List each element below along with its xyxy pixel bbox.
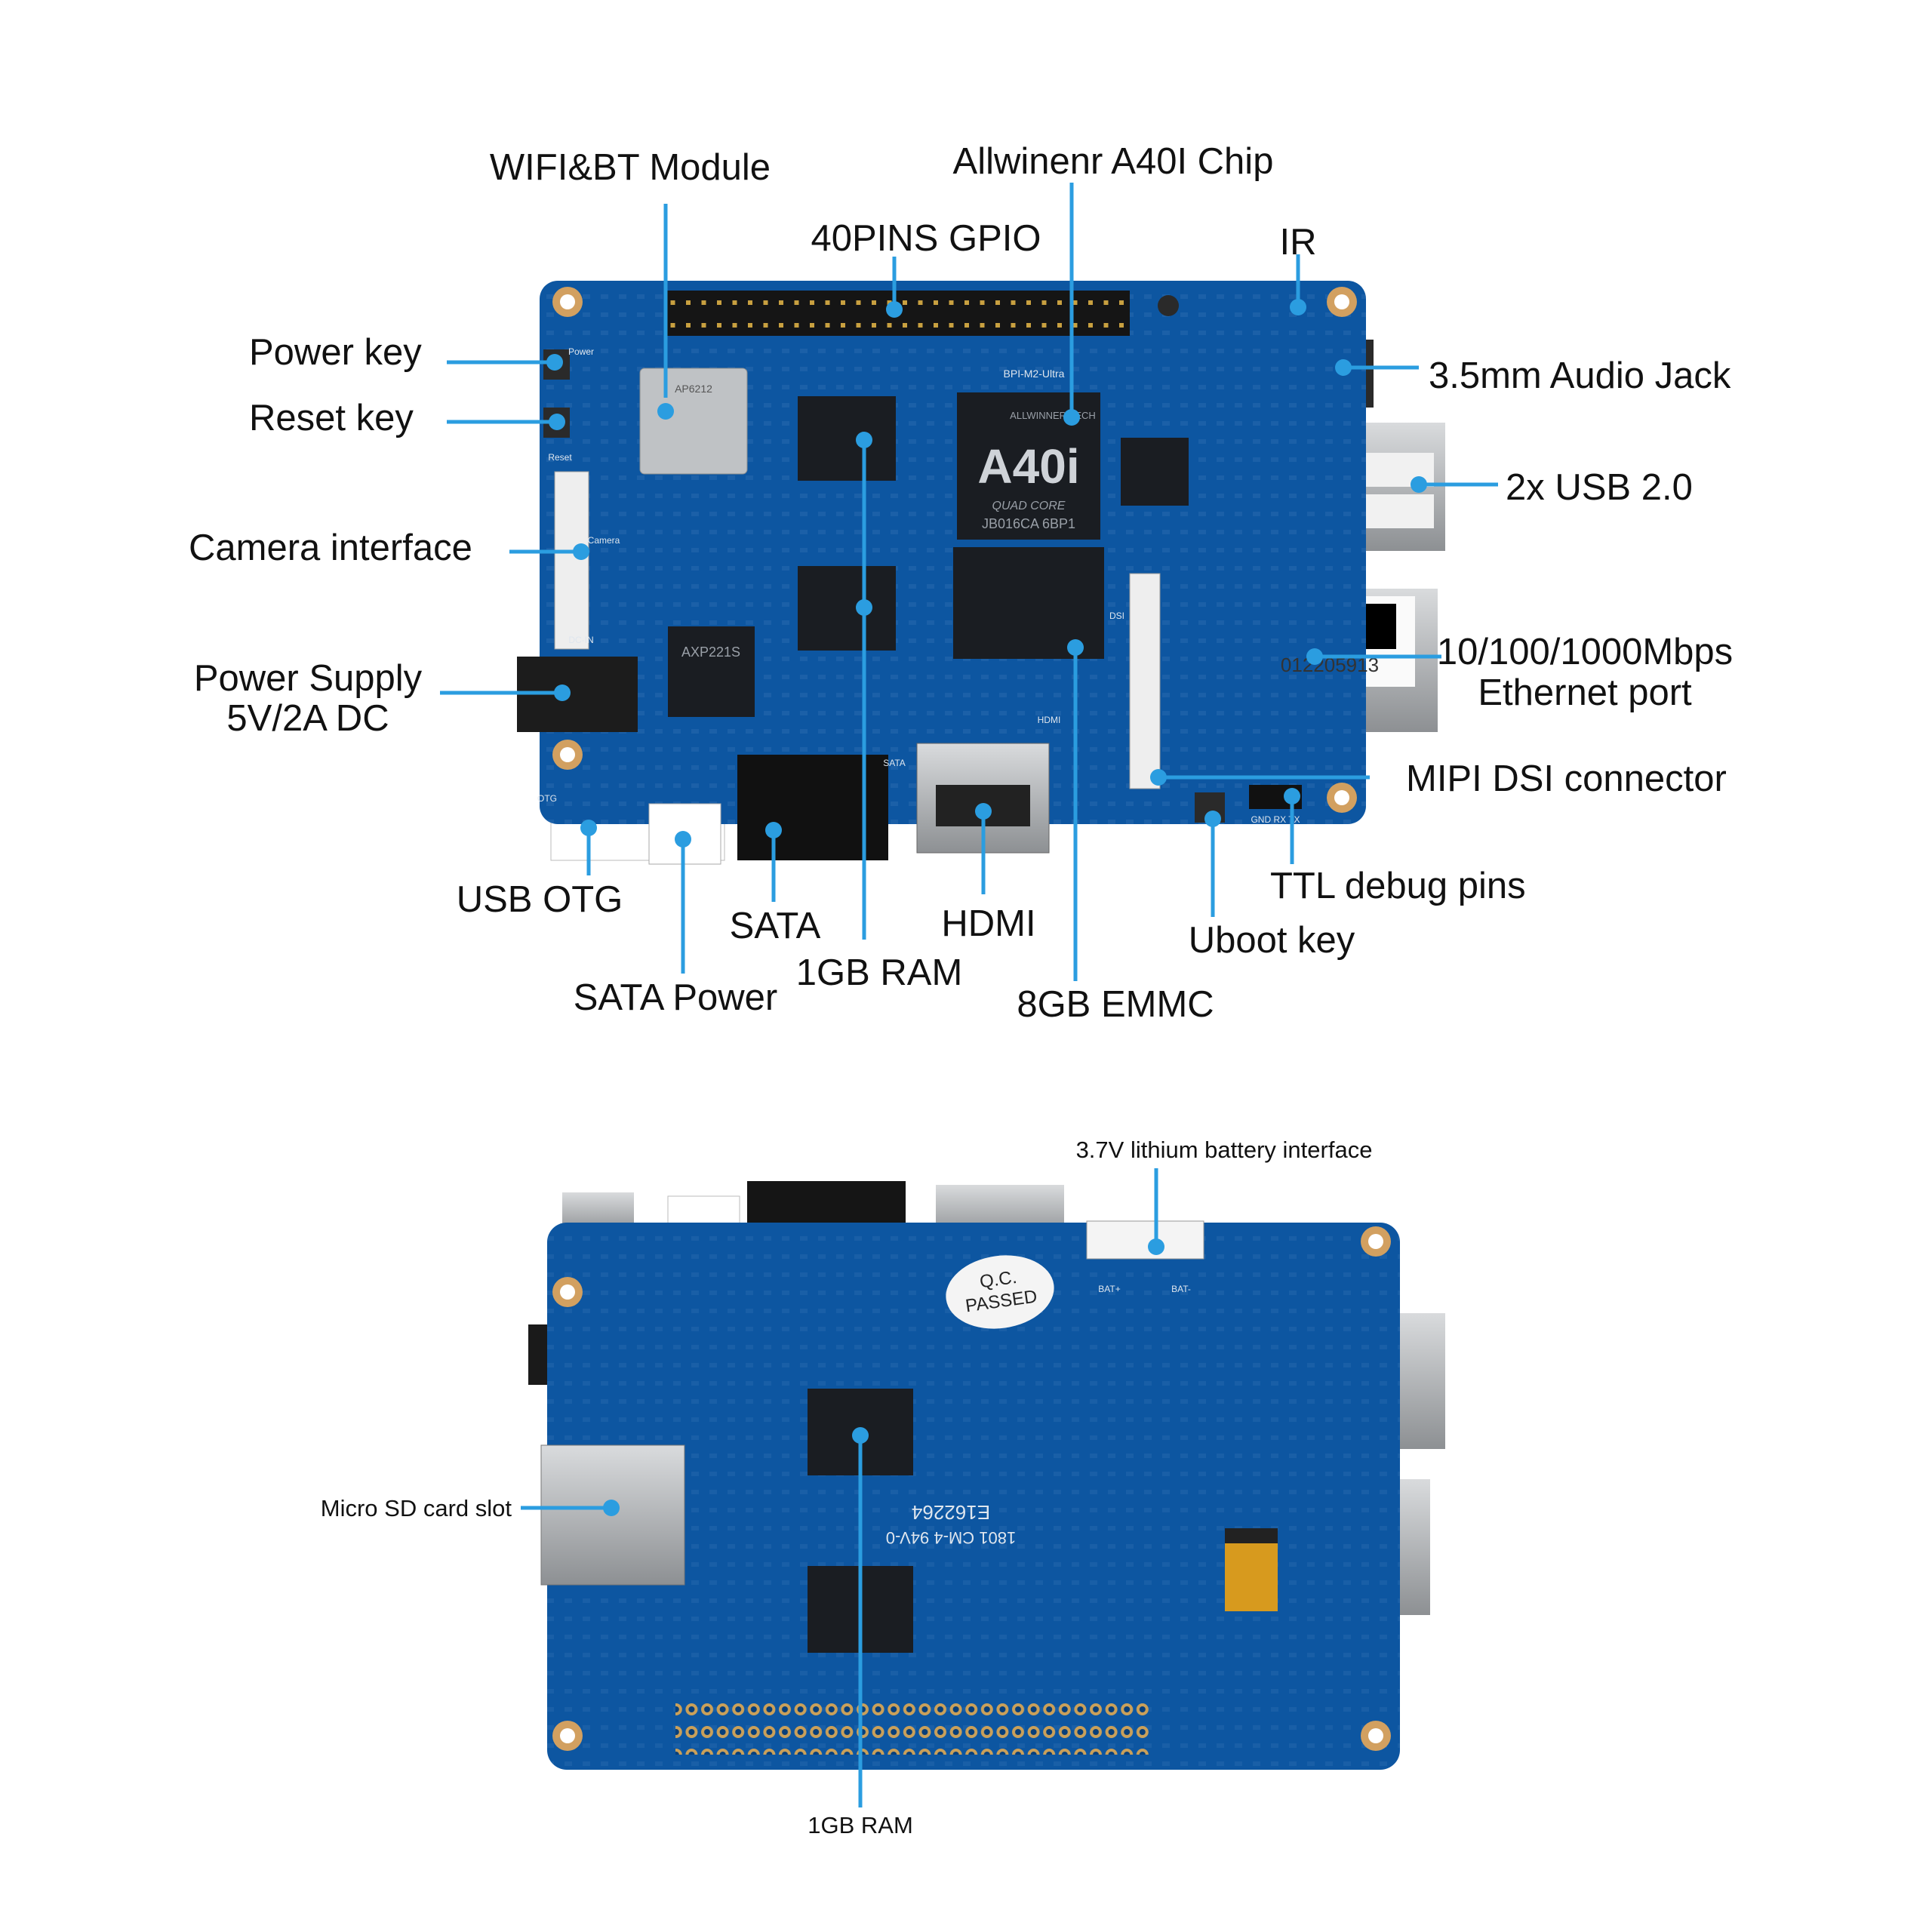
bottom-board [528,1181,1445,1770]
pmic-print: AXP221S [681,645,740,660]
label-ram-top: 1GB RAM [795,952,963,993]
gpio-solder-holes [675,1702,1151,1755]
label-ir: IR [1279,222,1317,263]
leader-dots [546,299,1427,1516]
bottom-ethernet-protrusion [1392,1313,1445,1449]
code1-print: E162264 [912,1501,990,1524]
label-sata: SATA [729,906,821,946]
silk-dsi: DSI [1109,611,1124,621]
label-reset-key: Reset key [249,398,414,438]
battery-connector [1086,1220,1204,1260]
silk-hdmi: HDMI [1038,715,1061,725]
label-ethernet-line1: 10/100/1000Mbps [1436,632,1734,672]
pmic-chip [668,626,755,717]
silk-debug: GND RX TX [1251,814,1300,825]
camera-connector [554,471,589,650]
qc-sticker [946,1255,1054,1329]
label-hdmi: HDMI [941,903,1036,944]
soc-model-print: A40i [977,439,1079,494]
soc-sub-print: QUAD CORE [992,500,1066,512]
silk-sata: SATA [883,758,906,768]
label-ttl-debug: TTL debug pins [1270,866,1526,906]
label-ethernet-line2: Ethernet port [1478,672,1692,713]
label-gpio: 40PINS GPIO [811,218,1041,259]
label-power-supply-line2: 5V/2A DC [226,698,389,739]
wifi-chip-print: AP6212 [675,383,712,395]
label-uboot-key: Uboot key [1188,920,1355,961]
label-usb2: 2x USB 2.0 [1506,467,1693,508]
label-audio-jack: 3.5mm Audio Jack [1429,355,1731,396]
model-print: BPI-M2-Ultra [1004,368,1065,380]
label-mipi-dsi: MIPI DSI connector [1406,758,1727,799]
label-emmc: 8GB EMMC [1017,984,1214,1025]
label-soc: Allwinenr A40I Chip [952,141,1274,182]
silk-camera: Camera [588,535,620,546]
label-ram-bottom: 1GB RAM [808,1812,913,1838]
bat-minus-print: BAT- [1171,1284,1191,1294]
label-battery-interface: 3.7V lithium battery interface [1075,1137,1373,1163]
dsi-connector [1129,573,1161,789]
bat-plus-print: BAT+ [1098,1284,1120,1294]
silk-dcin: DC-IN [568,635,593,645]
soc-brand-print: ALLWINNER TECH [1010,410,1096,421]
soc-lot-print: JB016CA 6BP1 [982,516,1075,531]
silk-reset: Reset [548,452,572,463]
label-camera: Camera interface [189,528,472,568]
ram-chip-2 [798,566,896,651]
top-board [517,281,1445,865]
label-sata-power: SATA Power [573,977,778,1018]
code2-print: 1801 CM-4 94V-0 [886,1528,1016,1547]
small-ic [1121,438,1189,506]
label-microsd-slot: Micro SD card slot [320,1495,512,1521]
leader-lines [440,183,1498,1807]
silk-power: Power [568,346,594,357]
label-wifi-bt: WIFI&BT Module [489,147,771,188]
ram-chip-1 [798,396,896,481]
ir-receiver [1158,295,1179,316]
silk-otg: OTG [537,793,557,804]
label-power-supply-line1: Power Supply [193,658,423,699]
label-power-key: Power key [249,332,422,373]
label-usb-otg: USB OTG [456,879,623,920]
